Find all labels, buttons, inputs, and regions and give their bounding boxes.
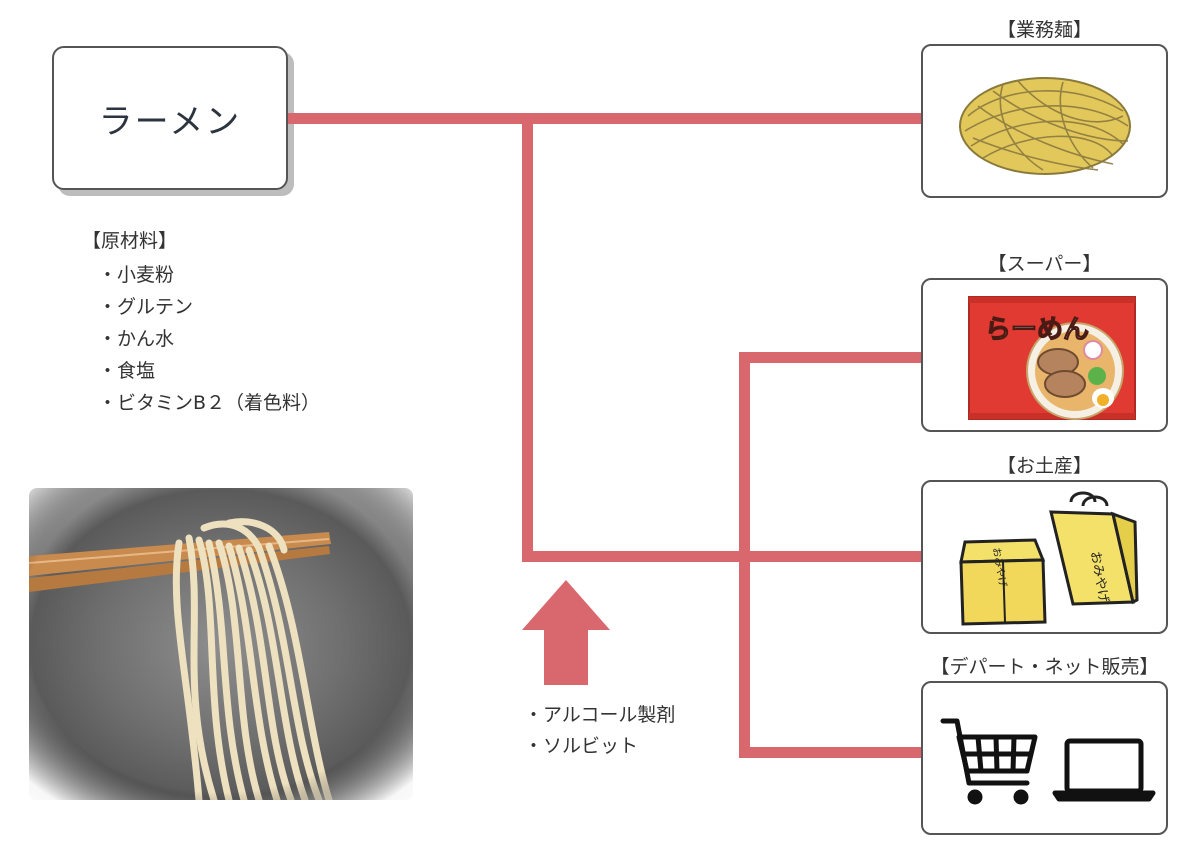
package-label: らーめん [985, 315, 1089, 345]
up-arrow-icon [522, 580, 610, 685]
connector-department [739, 747, 921, 758]
chopsticks-noodles-icon [29, 488, 413, 800]
connector-supermarket [739, 352, 921, 363]
ramen-package-icon: らーめん [968, 296, 1136, 420]
connector-trunk-left [522, 118, 533, 562]
list-item: ・かん水 [98, 328, 175, 350]
panel-title-supermarket: 【スーパー】 [987, 253, 1102, 275]
ingredients-list: ・小麦粉 ・グルテン ・かん水 ・食塩 ・ビタミンB２（着色料） [98, 259, 320, 419]
main-title: ラーメン [98, 101, 242, 142]
panel-souvenir: おみやげ おみやげ [921, 480, 1168, 634]
raw-noodles-icon [959, 77, 1131, 175]
additives-list: ・アルコール製剤 ・ソルビット [524, 700, 675, 762]
shopping-cart-icon [940, 718, 1038, 805]
panel-title-wholesale: 【業務麺】 [996, 19, 1092, 41]
list-item: ・アルコール製剤 [524, 704, 676, 726]
list-item: ・小麦粉 [98, 264, 175, 286]
connector-main [288, 113, 921, 124]
souvenir-bags-icon: おみやげ おみやげ [959, 491, 1139, 626]
panel-supermarket: らーめん [921, 278, 1168, 432]
list-item: ・食塩 [98, 360, 156, 382]
laptop-icon [1052, 738, 1156, 802]
list-item: ・ビタミンB２（着色料） [98, 392, 321, 414]
panel-title-department: 【デパート・ネット販売】 [930, 656, 1159, 678]
connector-souvenir [522, 551, 921, 562]
panel-title-souvenir: 【お土産】 [996, 455, 1092, 477]
connector-trunk-right [739, 352, 750, 758]
ingredients-heading: 【原材料】 [82, 230, 178, 252]
ramen-box: ラーメン [52, 46, 288, 190]
list-item: ・グルテン [98, 296, 194, 318]
panel-department [921, 681, 1168, 835]
panel-wholesale [921, 44, 1168, 198]
noodle-photo [29, 488, 413, 800]
list-item: ・ソルビット [524, 735, 639, 757]
department-icons [940, 718, 1156, 805]
